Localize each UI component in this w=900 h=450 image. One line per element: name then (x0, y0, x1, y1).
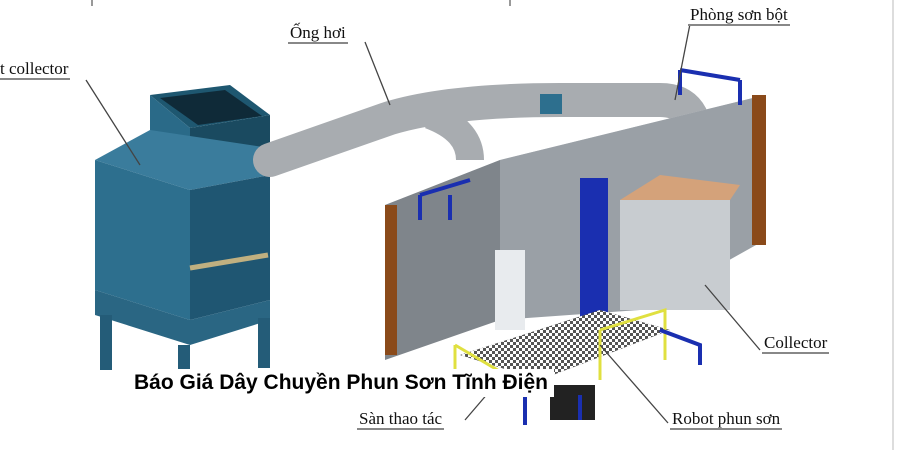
label-spray-robot: Robot phun sơn (670, 409, 783, 430)
powder-booth (385, 68, 766, 360)
leader-lines (85, 23, 761, 424)
caption-title: Báo Giá Dây Chuyền Phun Sơn Tĩnh Điện (128, 369, 554, 397)
operating-platform (453, 307, 702, 425)
label-dust-collector: t collector (0, 59, 71, 80)
label-air-duct: Ống hơi (288, 23, 348, 44)
label-collector: Collector (762, 333, 830, 354)
dust-collector (95, 85, 270, 390)
label-powder-booth: Phòng sơn bột (688, 5, 790, 26)
label-operating-platform: Sàn thao tác (357, 409, 445, 430)
